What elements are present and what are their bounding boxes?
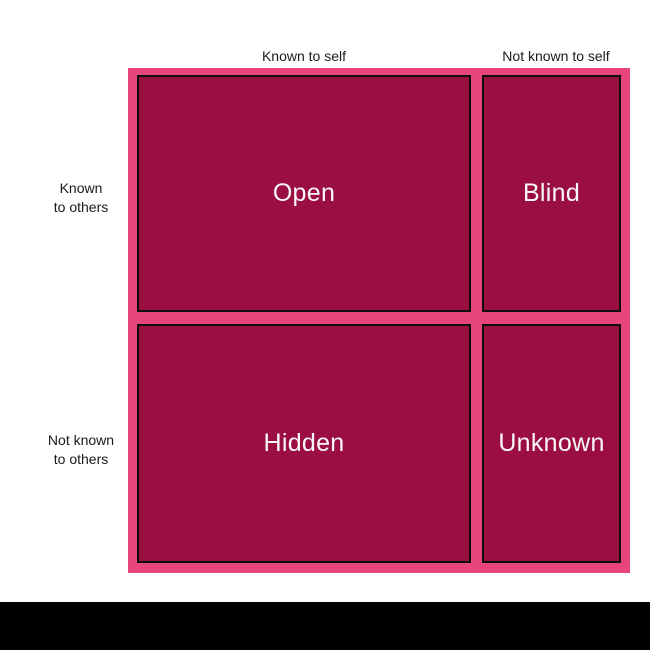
quadrant-unknown: Unknown [482, 324, 621, 563]
column-header-not-known-to-self: Not known to self [502, 48, 610, 64]
bottom-black-bar [0, 602, 650, 650]
quadrant-unknown-label: Unknown [498, 429, 605, 457]
quadrant-open: Open [137, 75, 471, 312]
quadrant-open-label: Open [272, 179, 336, 207]
column-header-known-to-self: Known to self [261, 48, 347, 64]
quadrant-hidden: Hidden [137, 324, 471, 563]
quadrant-grid: Open Blind Hidden Unknown [128, 68, 630, 573]
quadrant-blind-label: Blind [522, 179, 581, 207]
quadrant-blind: Blind [482, 75, 621, 312]
quadrant-hidden-label: Hidden [263, 429, 345, 457]
row-header-known-to-others: Known to others [53, 180, 109, 215]
row-header-not-known-to-others: Not known to others [47, 432, 115, 467]
